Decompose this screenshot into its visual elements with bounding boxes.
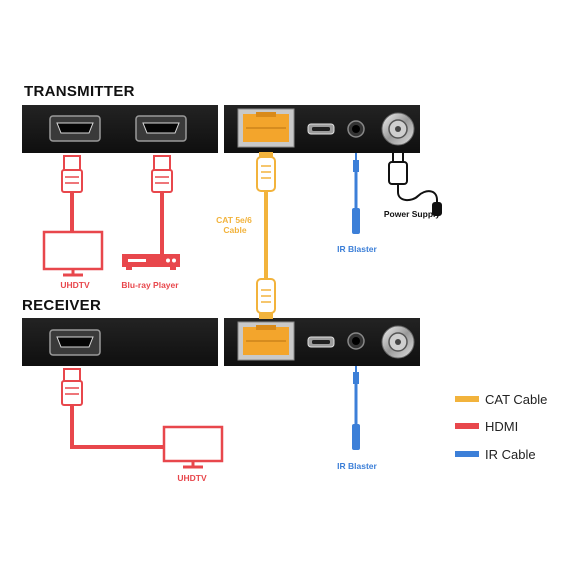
hdmi-port-icon	[49, 115, 101, 142]
legend-label-ir: IR Cable	[485, 447, 536, 462]
ir-blaster-tx-label: IR Blaster	[337, 244, 377, 254]
ir-blaster-rx-label: IR Blaster	[337, 461, 377, 471]
power-adapter-icon	[388, 152, 442, 216]
micro-usb-port-icon	[307, 336, 335, 348]
tx-tv-label: UHDTV	[60, 280, 90, 290]
legend-swatch-hdmi	[455, 423, 479, 429]
cat-cable	[256, 152, 276, 319]
cat-cable-label-line1: CAT 5e/6	[216, 215, 252, 225]
rx-tv-label: UHDTV	[177, 473, 207, 483]
ir-jack-icon	[347, 120, 365, 138]
micro-usb-port-icon	[307, 123, 335, 135]
cat-cable-label-line2: Cable	[223, 225, 246, 235]
ir-cable-rx	[352, 366, 360, 450]
hdmi-port-icon	[49, 329, 101, 356]
legend-label-cat: CAT Cable	[485, 392, 547, 407]
tv-icon	[162, 425, 224, 469]
power-jack-icon	[381, 112, 415, 146]
legend-item-hdmi: HDMI	[455, 419, 518, 434]
legend-swatch-ir	[455, 451, 479, 457]
legend-label-hdmi: HDMI	[485, 419, 518, 434]
ir-jack-icon	[347, 332, 365, 350]
hdmi-cable-tv	[61, 155, 83, 232]
legend-swatch-cat	[455, 396, 479, 402]
transmitter-front-panel	[22, 105, 218, 153]
rj45-port-icon	[237, 108, 295, 148]
receiver-rear-panel	[224, 318, 420, 366]
bluray-player-icon	[122, 254, 180, 270]
legend-item-cat: CAT Cable	[455, 392, 547, 407]
receiver-front-panel	[22, 318, 218, 366]
power-supply-label: Power Supply	[384, 209, 440, 219]
transmitter-title: TRANSMITTER	[24, 83, 135, 100]
ir-cable-tx	[352, 153, 360, 234]
receiver-title: RECEIVER	[22, 297, 102, 314]
hdmi-port-icon	[135, 115, 187, 142]
hdmi-cable-rx	[61, 368, 164, 449]
bluray-label: Blu-ray Player	[121, 280, 179, 290]
hdmi-cable-bluray	[151, 155, 173, 254]
legend: CAT Cable HDMI IR Cable	[455, 392, 547, 462]
transmitter-rear-panel	[224, 105, 420, 153]
rj45-port-icon	[237, 321, 295, 361]
power-jack-icon	[381, 325, 415, 359]
legend-item-ir: IR Cable	[455, 447, 536, 462]
tv-icon	[42, 230, 104, 277]
